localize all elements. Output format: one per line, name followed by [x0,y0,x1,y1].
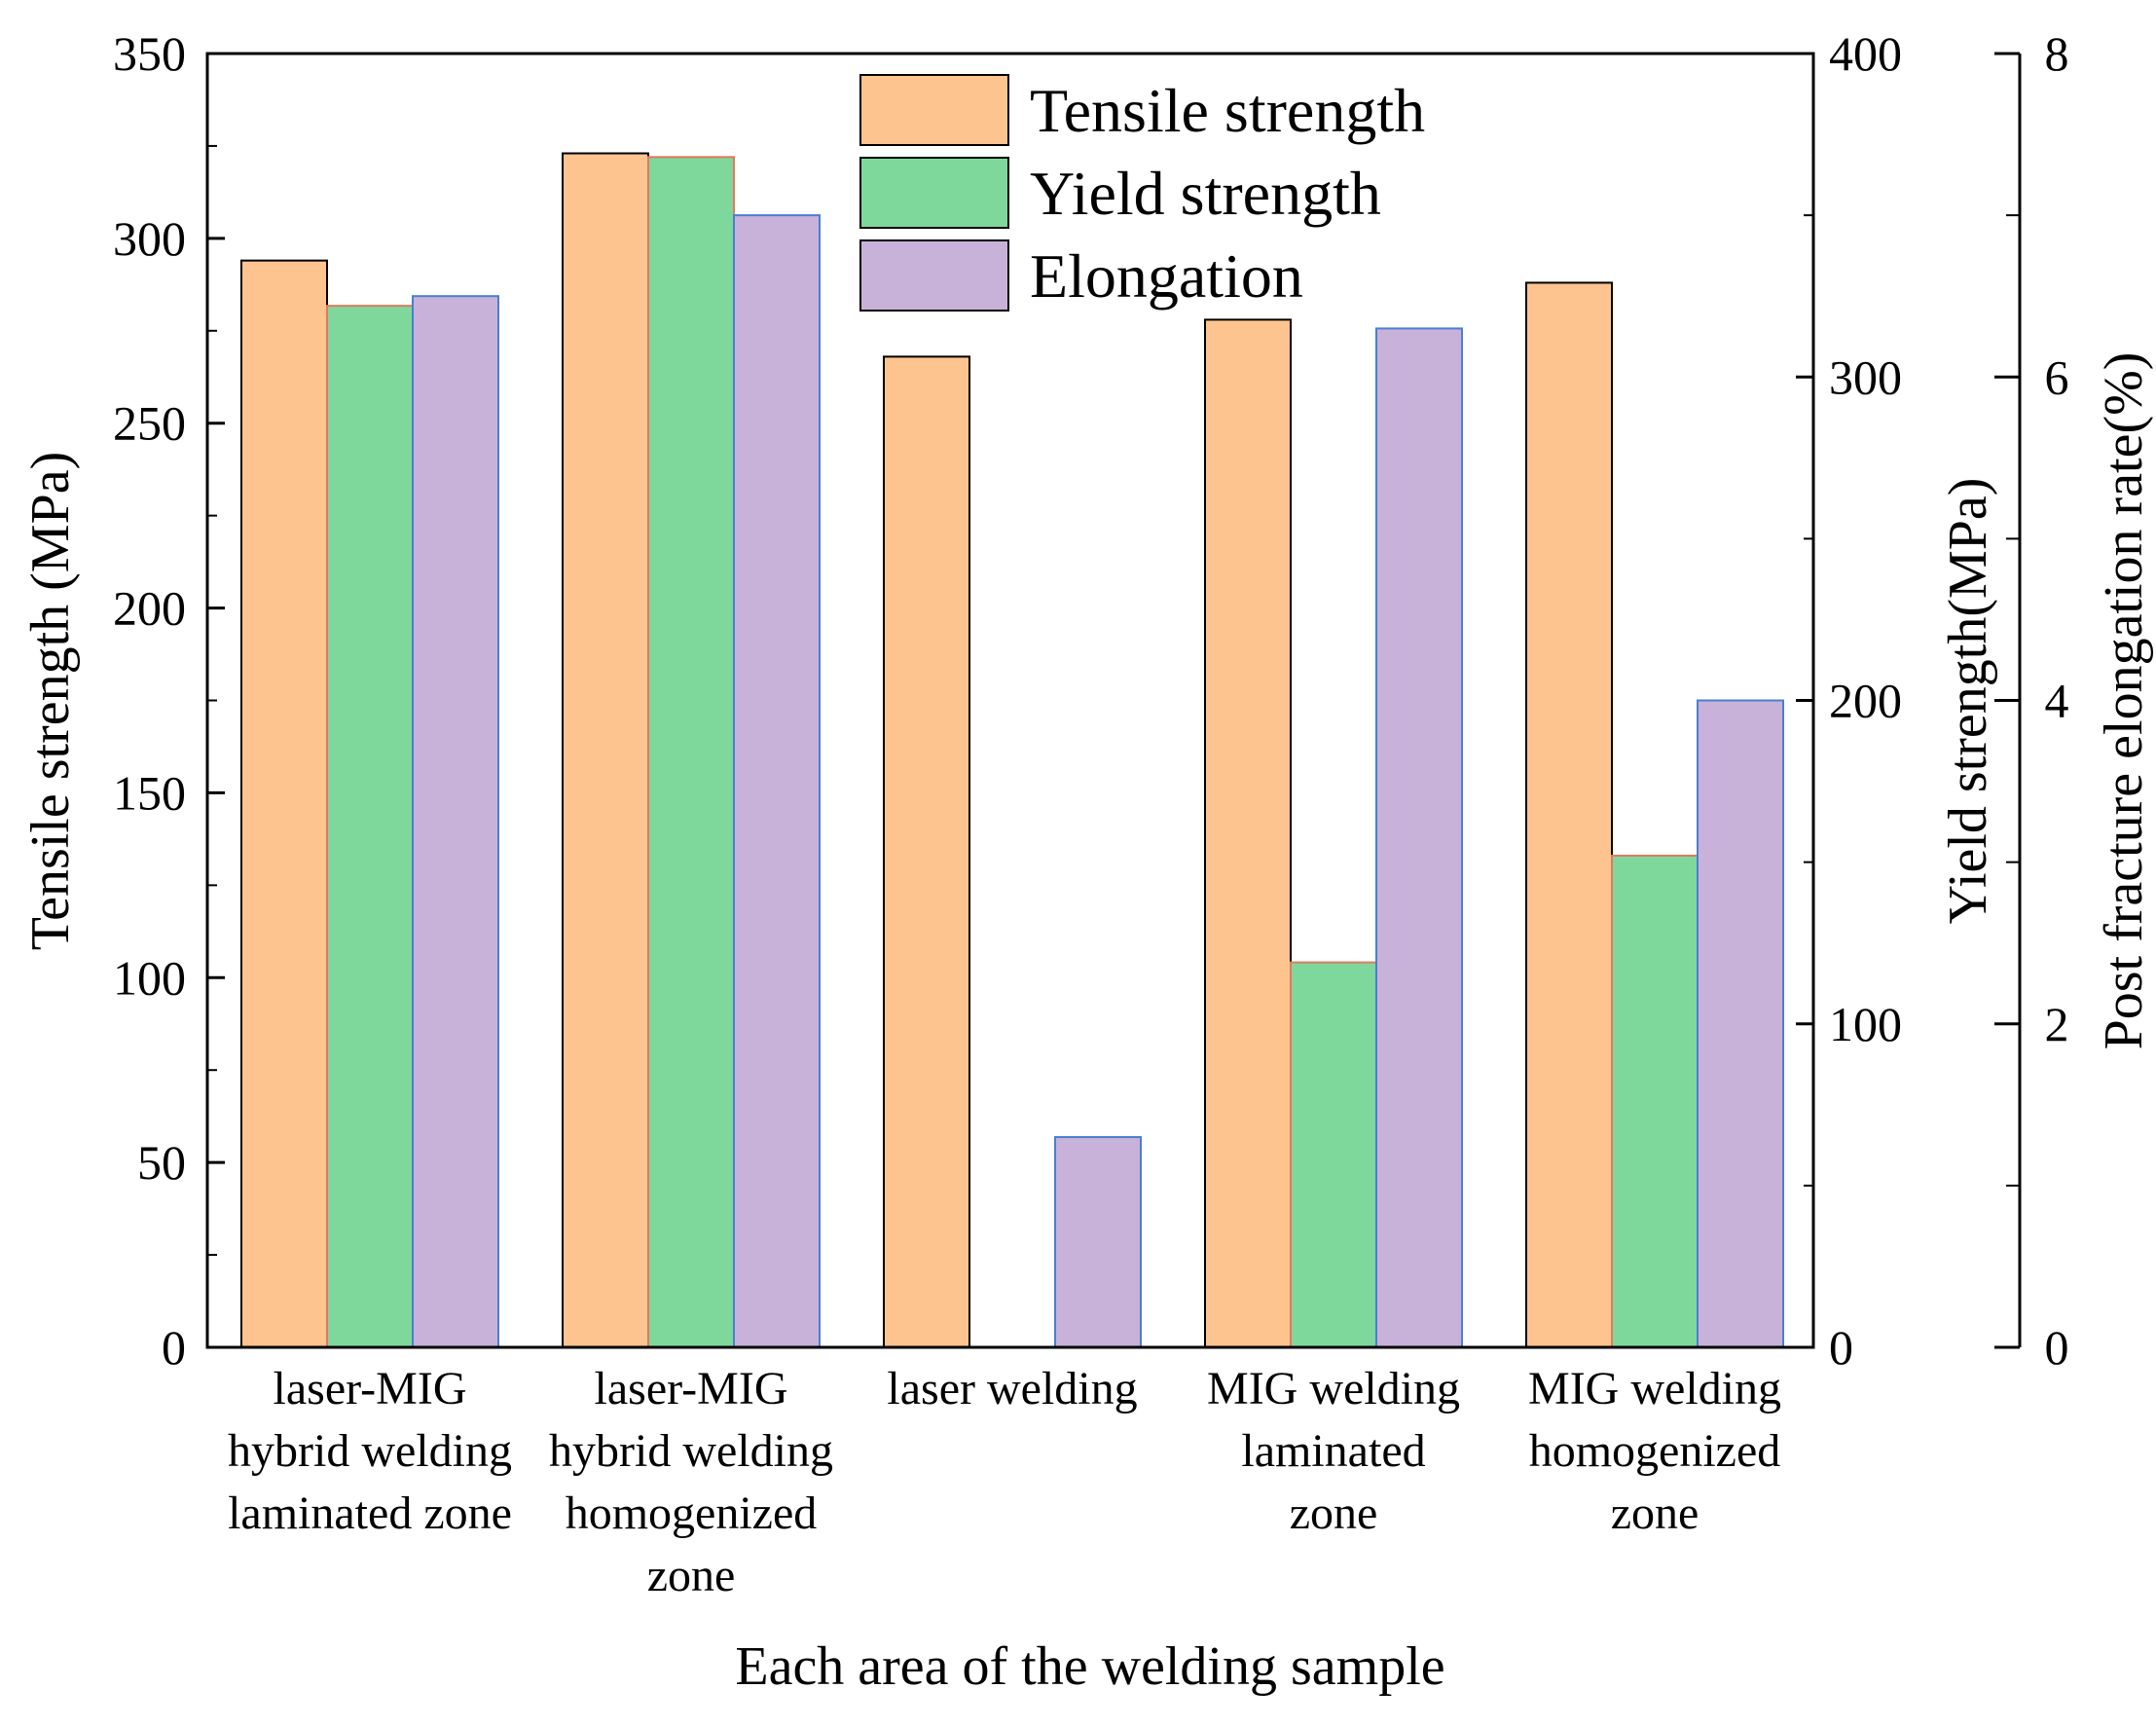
left-tick-label: 0 [162,1320,186,1375]
right2-tick-label: 2 [2045,997,2069,1051]
left-tick-label: 50 [137,1135,186,1190]
bar-elongation-0 [412,295,499,1348]
category-label-line: laminated zone [228,1487,512,1539]
right1-tick-label: 400 [1829,26,1902,81]
right2-tick-label: 4 [2045,674,2069,728]
right2-tick-label: 0 [2045,1320,2069,1375]
bar-elongation-4 [1697,699,1784,1348]
bar-yield-strength-3 [1290,961,1377,1348]
right1-tick-label: 0 [1829,1320,1853,1375]
category-label-3: MIG welding laminated zone [1207,1363,1460,1539]
legend-label-elongation: Elongation [1030,241,1303,311]
bar-tensile-strength-0 [240,259,328,1348]
bar-tensile-strength-1 [562,152,649,1349]
bar-tensile-strength-4 [1525,281,1613,1348]
bar-elongation-1 [733,214,821,1348]
left-tick-label: 250 [113,396,186,451]
y-axis-title-right2: Post fracture elongation rate(%) [2094,352,2154,1050]
category-label-0: laser-MIG hybrid welding laminated zone [228,1363,512,1539]
bar-yield-strength-0 [326,305,414,1348]
category-label-line: laminated [1241,1425,1425,1477]
right2-tick-label: 8 [2045,26,2069,81]
category-label-line: zone [647,1550,736,1601]
legend-label-yield: Yield strength [1030,159,1381,228]
category-label-line: laser welding [887,1363,1137,1414]
left-tick-label: 350 [113,26,186,81]
category-label-line: zone [1611,1487,1699,1539]
legend: Tensile strength Yield strength Elongati… [859,74,1425,312]
right2-axis-ticks: 0 2 4 6 8 [1994,26,2069,1375]
legend-swatch-elongation [859,239,1009,312]
category-label-line: homogenized [566,1487,818,1539]
category-label-line: laser-MIG [274,1363,467,1414]
bar-elongation-3 [1375,327,1463,1349]
right1-tick-label: 100 [1829,997,1902,1051]
y-axis-title-right1: Yield strength(MPa) [1938,478,1998,925]
left-tick-label: 150 [113,765,186,820]
bar-tensile-strength-2 [883,355,970,1348]
bar-yield-strength-4 [1611,854,1699,1348]
left-axis-ticks: 0 50 100 150 200 250 300 350 [113,26,225,1375]
right1-tick-label: 200 [1829,674,1902,728]
category-label-line: zone [1290,1487,1378,1539]
legend-label-tensile: Tensile strength [1030,76,1425,145]
legend-swatch-tensile [859,74,1009,146]
bar-tensile-strength-3 [1204,318,1292,1348]
category-label-line: homogenized [1529,1425,1781,1477]
bars-layer [240,152,1784,1349]
left-tick-label: 200 [113,581,186,636]
right1-tick-label: 300 [1829,349,1902,404]
right2-tick-label: 6 [2045,349,2069,404]
right1-axis-ticks: 0 100 200 300 400 [1796,26,1902,1375]
category-label-1: laser-MIG hybrid welding homogenized zone [549,1363,833,1601]
category-label-line: MIG welding [1207,1363,1460,1414]
left-tick-label: 300 [113,211,186,266]
bar-yield-strength-1 [647,156,735,1349]
x-axis-title: Each area of the welding sample [735,1636,1444,1697]
legend-swatch-yield [859,157,1009,229]
category-label-line: hybrid welding [228,1425,512,1477]
category-label-4: MIG welding homogenized zone [1528,1363,1781,1539]
bar-elongation-2 [1054,1136,1142,1348]
category-label-line: MIG welding [1528,1363,1781,1414]
category-label-line: laser-MIG [595,1363,788,1414]
y-axis-title-left: Tensile strength (MPa) [20,452,81,950]
category-label-line: hybrid welding [549,1425,833,1477]
category-label-2: laser welding [887,1363,1137,1414]
left-tick-label: 100 [113,950,186,1005]
